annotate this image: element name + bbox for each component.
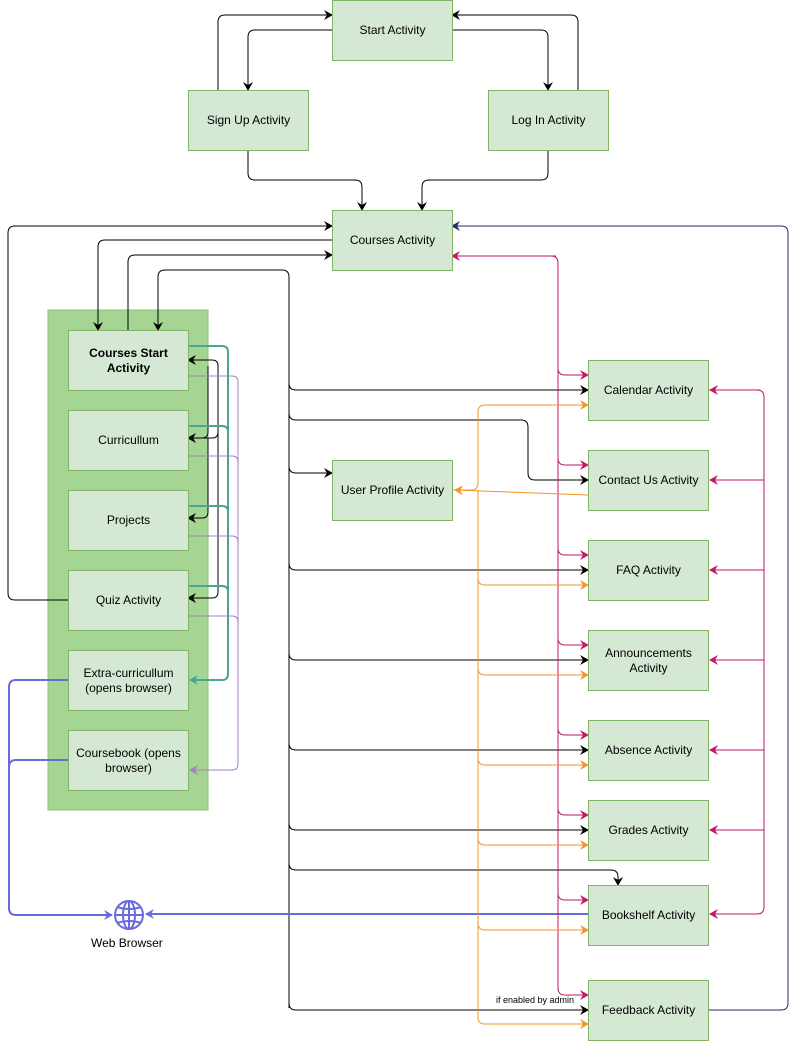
courses-start-activity-label: Courses Start Activity bbox=[89, 345, 168, 375]
edge-orange-to-absence bbox=[477, 757, 589, 770]
faq-activity-label: FAQ Activity bbox=[616, 563, 681, 577]
start-activity-node[interactable]: Start Activity bbox=[332, 0, 453, 61]
edge-signup-to-start bbox=[217, 10, 333, 90]
user-profile-activity-node[interactable]: User Profile Activity bbox=[332, 460, 453, 521]
quiz-activity-label: Quiz Activity bbox=[95, 593, 162, 607]
bookshelf-activity-label: Bookshelf Activity bbox=[601, 908, 696, 922]
absence-activity-node[interactable]: Absence Activity bbox=[588, 720, 709, 781]
edge-signup-to-courses bbox=[247, 150, 367, 211]
edge-quiz-to-extra bbox=[188, 585, 229, 593]
feedback-activity-node[interactable]: Feedback Activity bbox=[588, 980, 709, 1041]
edge-coursesstart-to-projects bbox=[187, 438, 209, 523]
signup-activity-label: Sign Up Activity bbox=[206, 113, 291, 127]
quiz-activity-node[interactable]: Quiz Activity bbox=[68, 570, 189, 631]
projects-node[interactable]: Projects bbox=[68, 490, 189, 551]
edge-magenta-to-announcements bbox=[557, 637, 589, 650]
edge-magenta-to-bookshelf bbox=[557, 892, 589, 905]
edge-orange-to-faq bbox=[477, 577, 589, 590]
edge-right-magenta-bus bbox=[708, 389, 765, 919]
edge-feedback-to-courses bbox=[451, 221, 789, 1011]
edge-curriculum-to-extra bbox=[188, 425, 229, 433]
projects-label: Projects bbox=[106, 513, 151, 527]
start-activity-label: Start Activity bbox=[359, 23, 426, 37]
login-activity-node[interactable]: Log In Activity bbox=[488, 90, 609, 151]
bookshelf-activity-node[interactable]: Bookshelf Activity bbox=[588, 885, 709, 946]
edge-orange-to-bookshelf bbox=[477, 922, 589, 935]
courses-start-activity-node[interactable]: Courses Start Activity bbox=[68, 330, 189, 391]
coursebook-label: Coursebook (opens browser) bbox=[76, 745, 181, 775]
curriculum-label: Curricullum bbox=[98, 433, 159, 447]
edge-coursesstart-to-quiz bbox=[187, 500, 219, 603]
grades-activity-label: Grades Activity bbox=[608, 823, 689, 837]
course-section-group bbox=[47, 309, 209, 811]
edge-projects-to-extra bbox=[188, 505, 229, 513]
edge-orange-to-profile bbox=[454, 485, 589, 496]
announcements-activity-node[interactable]: Announcements Activity bbox=[588, 630, 709, 691]
feedback-activity-label: Feedback Activity bbox=[601, 1003, 696, 1017]
edge-magenta-to-absence bbox=[557, 727, 589, 740]
edge-courses-to-magenta-bus bbox=[452, 255, 559, 990]
contact-us-activity-node[interactable]: Contact Us Activity bbox=[588, 450, 709, 511]
extra-curriculum-node[interactable]: Extra-curricullum (opens browser) bbox=[68, 650, 189, 711]
edge-bus-to-coursesstart bbox=[153, 269, 290, 1008]
edge-magenta-to-calendar bbox=[557, 367, 589, 380]
contact-us-activity-label: Contact Us Activity bbox=[598, 473, 699, 487]
edge-courses-to-coursesstart bbox=[93, 239, 332, 331]
absence-activity-label: Absence Activity bbox=[604, 743, 693, 757]
edge-start-to-signup bbox=[243, 29, 332, 91]
edge-bus-to-absence bbox=[288, 742, 589, 755]
edge-start-to-login bbox=[452, 29, 553, 91]
edge-magenta-to-feedback bbox=[557, 987, 589, 1000]
coursebook-node[interactable]: Coursebook (opens browser) bbox=[68, 730, 189, 791]
calendar-activity-label: Calendar Activity bbox=[603, 383, 694, 397]
edge-login-to-courses bbox=[417, 150, 549, 211]
calendar-activity-node[interactable]: Calendar Activity bbox=[588, 360, 709, 421]
edge-projects-to-coursebook bbox=[188, 535, 239, 543]
announcements-activity-label: Announcements Activity bbox=[605, 645, 692, 675]
login-activity-label: Log In Activity bbox=[511, 113, 586, 127]
signup-activity-node[interactable]: Sign Up Activity bbox=[188, 90, 309, 151]
edge-magenta-to-faq bbox=[557, 547, 589, 560]
edge-bus-to-calendar bbox=[288, 382, 589, 395]
feedback-condition-label: if enabled by admin bbox=[496, 995, 575, 1005]
web-browser-label: Web Browser bbox=[91, 936, 163, 950]
edge-bus-to-faq bbox=[288, 562, 589, 575]
extra-curriculum-label: Extra-curricullum (opens browser) bbox=[83, 665, 174, 695]
edge-bus-to-contact bbox=[288, 412, 589, 485]
edge-coursebook-to-browser bbox=[8, 759, 68, 908]
edge-quiz-to-courses bbox=[7, 221, 333, 601]
user-profile-activity-label: User Profile Activity bbox=[340, 483, 445, 497]
globe-icon bbox=[114, 900, 144, 930]
edge-bus-to-grades bbox=[288, 822, 589, 835]
edge-login-to-start bbox=[451, 10, 579, 90]
edge-curriculum-to-coursebook bbox=[188, 455, 239, 463]
edge-coursesstart-to-coursebook bbox=[188, 375, 239, 775]
grades-activity-node[interactable]: Grades Activity bbox=[588, 800, 709, 861]
faq-activity-node[interactable]: FAQ Activity bbox=[588, 540, 709, 601]
edge-coursesstart-to-courses bbox=[127, 250, 333, 330]
edge-bus-to-announcements bbox=[288, 652, 589, 665]
curriculum-node[interactable]: Curricullum bbox=[68, 410, 189, 471]
edge-magenta-to-contact bbox=[557, 457, 589, 470]
edge-quiz-to-coursebook bbox=[188, 615, 239, 623]
edge-magenta-to-grades bbox=[557, 807, 589, 820]
edge-orange-bus bbox=[477, 490, 589, 1029]
edge-coursesstart-to-curriculum bbox=[187, 366, 209, 443]
courses-activity-node[interactable]: Courses Activity bbox=[332, 210, 453, 271]
edge-coursesstart-to-extra bbox=[188, 345, 229, 685]
edge-orange-to-grades bbox=[477, 837, 589, 850]
edge-bus-to-feedback bbox=[288, 1002, 589, 1015]
courses-activity-label: Courses Activity bbox=[349, 233, 436, 247]
edge-bus-to-profile bbox=[288, 465, 333, 478]
edge-profile-to-orange-bus bbox=[452, 400, 589, 491]
edge-orange-to-announcements bbox=[477, 667, 589, 680]
edge-bus-to-bookshelf bbox=[288, 862, 623, 886]
